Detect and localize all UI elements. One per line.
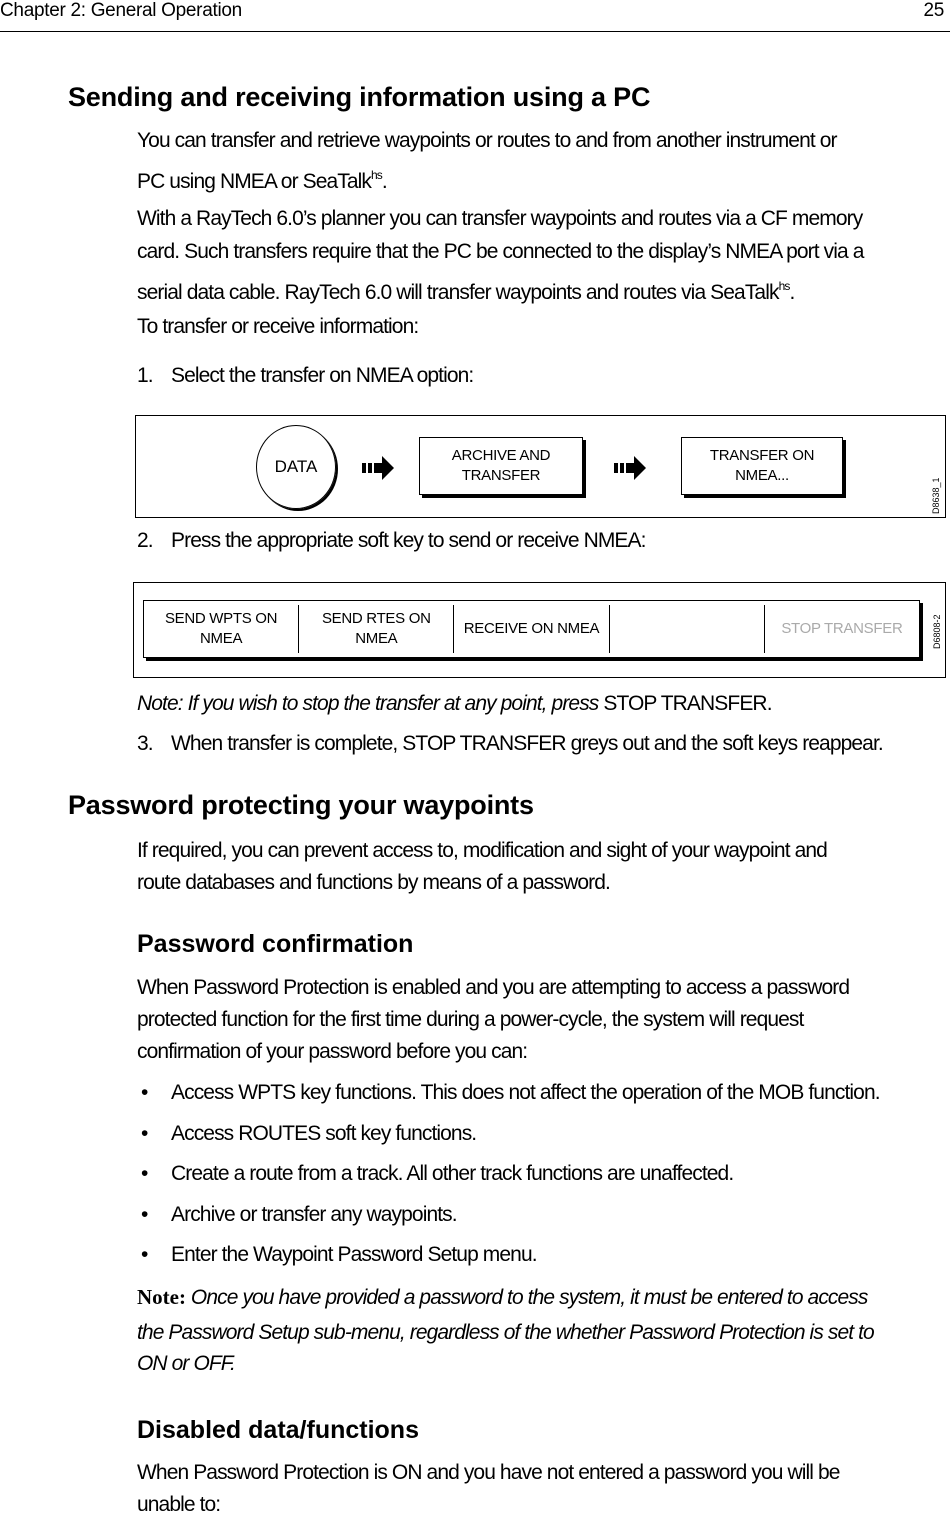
note: Note: If you wish to stop the transfer a… xyxy=(137,692,773,715)
paragraph: confirmation of your password before you… xyxy=(137,1040,528,1063)
step-1: 1.Select the transfer on NMEA option: xyxy=(137,364,474,387)
list-item: •Access ROUTES soft key functions. xyxy=(141,1122,477,1145)
paragraph: With a RayTech 6.0’s planner you can tra… xyxy=(137,207,863,230)
paragraph: protected function for the first time du… xyxy=(137,1008,804,1031)
paragraph: If required, you can prevent access to, … xyxy=(137,839,828,862)
arrow-right-icon xyxy=(362,456,394,480)
paragraph: PC using NMEA or SeaTalkhs. xyxy=(137,168,388,193)
stop-transfer-key: STOP TRANSFER xyxy=(781,620,903,637)
paragraph: card. Such transfers require that the PC… xyxy=(137,240,864,263)
arrow-right-icon xyxy=(614,456,646,480)
receive-on-nmea-key: RECEIVE ON NMEA xyxy=(454,605,610,653)
paragraph: unable to: xyxy=(137,1493,221,1516)
list-item: •Create a route from a track. All other … xyxy=(141,1162,734,1185)
note: ON or OFF. xyxy=(137,1352,236,1375)
page-number: 25 xyxy=(923,0,944,21)
paragraph: When Password Protection is enabled and … xyxy=(137,976,850,999)
header-rule xyxy=(0,31,950,32)
step-3: 3.When transfer is complete, STOP TRANSF… xyxy=(137,732,884,755)
note: the Password Setup sub-menu, regardless … xyxy=(137,1321,875,1344)
list-item: •Access WPTS key functions. This does no… xyxy=(141,1081,881,1104)
subsection-title: Disabled data/functions xyxy=(137,1416,419,1444)
list-item: •Archive or transfer any waypoints. xyxy=(141,1203,458,1226)
data-button: DATA xyxy=(256,425,336,509)
note: Note: Once you have provided a password … xyxy=(137,1285,868,1309)
paragraph: When Password Protection is ON and you h… xyxy=(137,1461,840,1484)
section-title: Password protecting your waypoints xyxy=(68,790,534,820)
empty-key xyxy=(610,605,765,653)
paragraph: serial data cable. RayTech 6.0 will tran… xyxy=(137,279,795,304)
section-title: Sending and receiving information using … xyxy=(68,82,651,112)
paragraph: You can transfer and retrieve waypoints … xyxy=(137,129,838,152)
list-item: •Enter the Waypoint Password Setup menu. xyxy=(141,1243,538,1266)
step-2: 2.Press the appropriate soft key to send… xyxy=(137,529,646,552)
paragraph: route databases and functions by means o… xyxy=(137,871,611,894)
paragraph: To transfer or receive information: xyxy=(137,315,419,338)
subsection-title: Password confirmation xyxy=(137,930,414,958)
chapter-title: Chapter 2: General Operation xyxy=(0,0,242,21)
figure-code: D6808-2 xyxy=(932,614,942,649)
figure-code: D8638_1 xyxy=(931,477,941,514)
